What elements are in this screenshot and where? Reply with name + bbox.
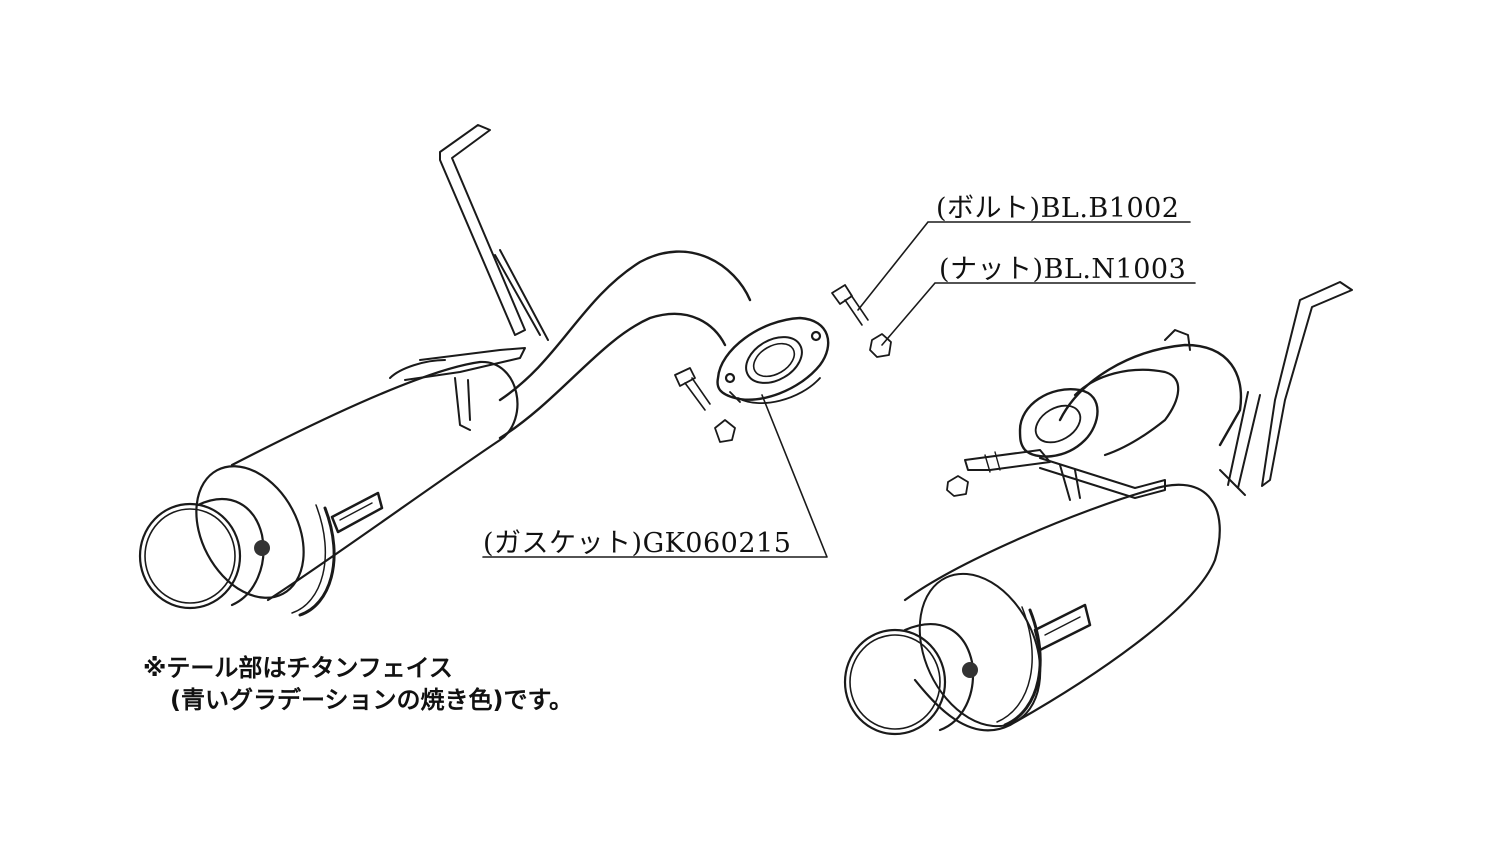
nut-part bbox=[869, 333, 892, 358]
bolt-leader bbox=[857, 221, 1191, 311]
leader-lines bbox=[482, 221, 1196, 558]
loose-nut-left bbox=[714, 419, 736, 443]
left-hanger bbox=[389, 124, 549, 431]
left-flange bbox=[716, 316, 830, 401]
bolt-label: (ボルト)BL.B1002 bbox=[936, 193, 1180, 224]
note-line-1: ※テール部はチタンフェイス bbox=[143, 654, 453, 682]
right-hanger bbox=[1219, 281, 1353, 496]
gasket-part bbox=[729, 377, 821, 405]
note-line-2: (青いグラデーションの焼き色)です。 bbox=[170, 686, 574, 714]
left-tail-tip bbox=[138, 498, 265, 610]
right-muffler-assembly bbox=[843, 281, 1353, 736]
left-muffler-body bbox=[230, 360, 519, 602]
left-pipe bbox=[498, 250, 752, 402]
right-tail-tip bbox=[843, 623, 975, 736]
nut-leader bbox=[881, 282, 1196, 346]
right-muffler-body bbox=[903, 483, 1221, 732]
nut-label: (ナット)BL.N1003 bbox=[939, 254, 1187, 285]
loose-bolt-left bbox=[674, 367, 711, 411]
gasket-leader bbox=[482, 394, 828, 558]
gasket-label: (ガスケット)GK060215 bbox=[483, 528, 792, 559]
left-muffler-assembly bbox=[138, 124, 830, 617]
